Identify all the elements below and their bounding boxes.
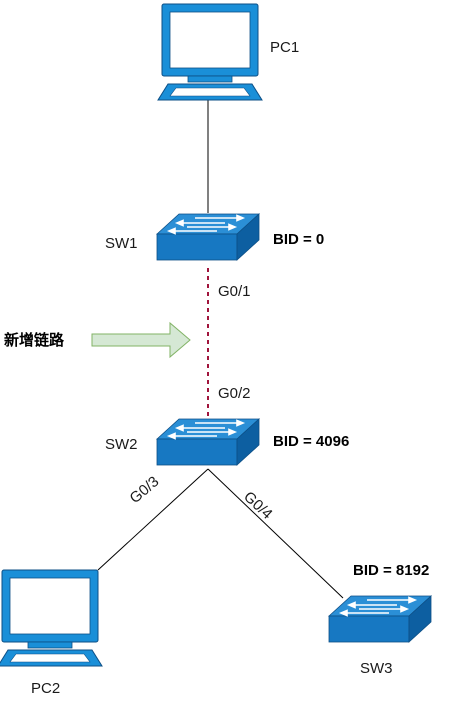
sw3-label: SW3	[360, 660, 393, 677]
new-link-label: 新增链路	[4, 331, 65, 349]
sw2-icon[interactable]	[156, 418, 260, 466]
pc1-icon[interactable]	[157, 3, 263, 101]
sw1-label: SW1	[105, 235, 138, 252]
pc2-label: PC2	[31, 680, 61, 697]
sw3-icon[interactable]	[328, 595, 432, 643]
sw2-label: SW2	[105, 436, 138, 453]
pc2-icon[interactable]	[0, 569, 103, 667]
sw3-bid-label: BID = 8192	[353, 562, 430, 579]
port-g0-1-label: G0/1	[218, 283, 251, 300]
link-sw2-pc2	[97, 468, 209, 571]
link-sw2-sw3	[207, 468, 344, 599]
sw1-icon[interactable]	[156, 213, 260, 261]
sw1-bid-label: BID = 0	[273, 231, 325, 248]
new-link-arrow-icon	[91, 321, 191, 359]
pc1-label: PC1	[270, 39, 300, 56]
sw2-bid-label: BID = 4096	[273, 433, 350, 450]
port-g0-2-label: G0/2	[218, 385, 251, 402]
